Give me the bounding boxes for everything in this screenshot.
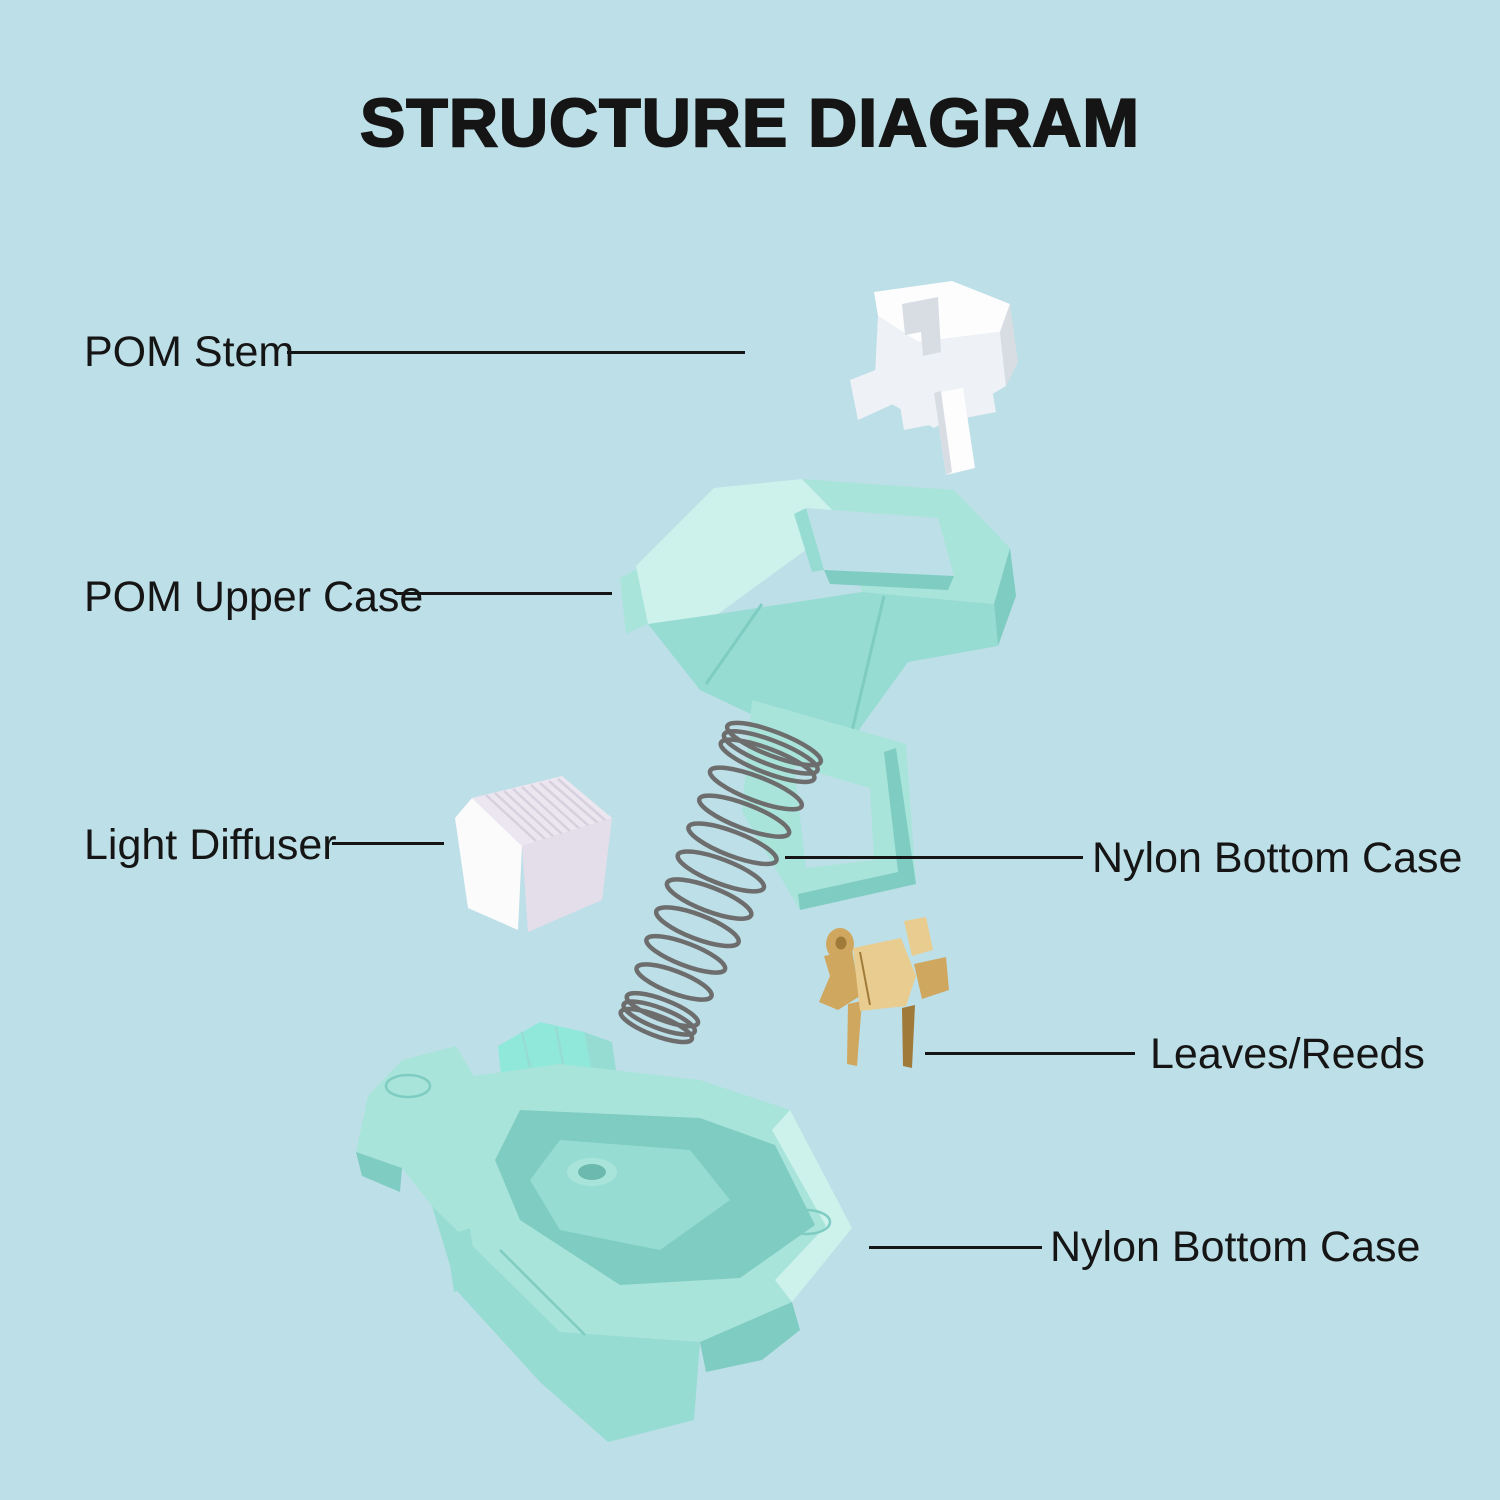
tube-hole (578, 1164, 606, 1180)
crease (846, 595, 886, 749)
pom-stem-illustration: pom-stem (850, 281, 1018, 475)
screw-boss (780, 1208, 832, 1236)
diffuser-ribs (485, 778, 607, 842)
facet (636, 479, 844, 624)
page-title: STRUCTURE DIAGRAM (359, 84, 1141, 162)
nylon-bottom-case-illustration: nylon-bottom-case (356, 1022, 852, 1442)
contact-prong (847, 1001, 862, 1066)
crease (859, 951, 871, 1006)
mount-flange (356, 1046, 474, 1168)
contact-plate (914, 957, 949, 999)
light-diffuser-illustration: light-diffuser (455, 776, 612, 932)
stem-hole (806, 508, 954, 576)
facet (1000, 304, 1018, 386)
mount-pin (612, 1338, 650, 1393)
facet (934, 391, 952, 475)
crease (499, 1249, 586, 1336)
facet (455, 798, 522, 930)
label-light-diffuser: Light Diffuser (84, 821, 337, 869)
facet (522, 818, 612, 932)
contact-prong (902, 1005, 915, 1068)
facet (994, 548, 1016, 646)
facet (648, 592, 998, 756)
screw-boss (384, 1073, 432, 1099)
contact-plate (819, 950, 860, 1010)
facet (794, 508, 824, 572)
label-pom-stem: POM Stem (84, 328, 295, 376)
leaves-reeds-illustration: leaves-reeds (819, 917, 949, 1068)
mount-pin (446, 1228, 478, 1292)
facet (772, 1110, 852, 1302)
label-leaves-reeds: Leaves/Reeds (1150, 1030, 1425, 1078)
crease (704, 603, 764, 685)
facet (700, 1302, 800, 1372)
facet (798, 748, 916, 910)
contact-tab (904, 917, 933, 956)
leader-line-nylon-bottom-case (869, 1246, 1042, 1249)
leader-line-nylon-bottom-case-upper (785, 856, 1083, 859)
contact-hole (835, 936, 847, 950)
label-nylon-bottom-case: Nylon Bottom Case (1050, 1223, 1421, 1271)
leader-line-pom-stem (287, 351, 745, 354)
facet (824, 570, 954, 590)
spring-illustration: coil-spring (618, 720, 824, 1045)
leader-line-pom-upper-case (395, 592, 612, 595)
contact-plate (853, 938, 916, 1011)
leader-line-leaves-reeds (925, 1052, 1135, 1055)
label-pom-upper-case: POM Upper Case (84, 573, 424, 621)
pom-upper-case-illustration: pom-upper-case (620, 479, 1016, 910)
label-nylon-bottom-case-upper: Nylon Bottom Case (1092, 834, 1463, 882)
leader-line-light-diffuser (332, 842, 444, 845)
latch-hole (794, 766, 874, 868)
slot-notch (902, 297, 941, 356)
facet (356, 1152, 402, 1192)
